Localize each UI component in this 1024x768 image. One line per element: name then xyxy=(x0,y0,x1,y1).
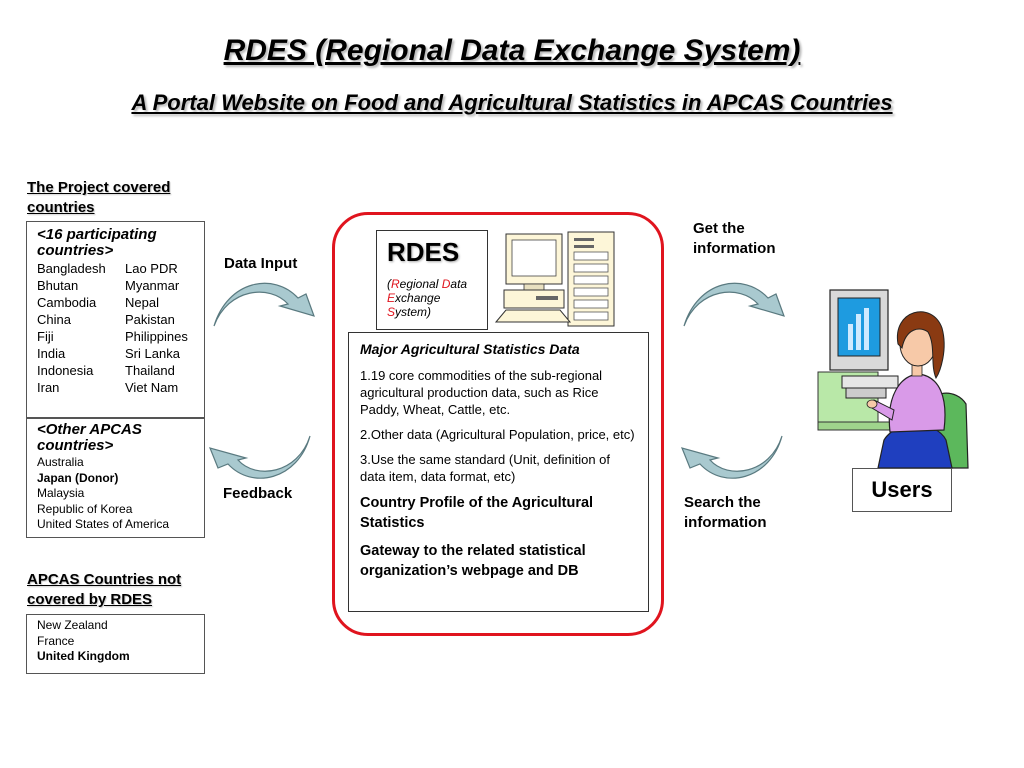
country-item: Thailand xyxy=(125,363,175,378)
search-information-label: Search the information xyxy=(684,494,767,531)
statistics-item: 3.Use the same standard (Unit, definitio… xyxy=(360,452,611,484)
country-item: China xyxy=(37,312,71,327)
gateway-text: Gateway to the related statistical organ… xyxy=(360,543,586,579)
country-item: France xyxy=(37,633,75,648)
feedback-arrow-icon xyxy=(208,435,311,479)
country-item: United Kingdom xyxy=(37,649,130,663)
statistics-item: 1.19 core commodities of the sub-regiona… xyxy=(360,368,603,417)
participating-heading: <16 participating countries> xyxy=(37,226,157,259)
not-covered-list: New Zealand France United Kingdom xyxy=(37,618,194,665)
country-item: Fiji xyxy=(37,329,54,344)
country-item: Cambodia xyxy=(37,295,97,310)
country-item: New Zealand xyxy=(37,618,108,632)
feedback-label: Feedback xyxy=(223,485,293,502)
server-computer-icon xyxy=(494,231,615,327)
users-label: Users xyxy=(852,468,952,512)
not-covered-heading: APCAS Countries not covered by RDES xyxy=(27,571,182,608)
page-title: RDES (Regional Data Exchange System) xyxy=(223,34,801,67)
rdes-expansion: (Regional Data Exchange System) xyxy=(387,277,468,319)
rdes-system-frame xyxy=(332,212,664,636)
statistics-heading: Major Agricultural Statistics Data xyxy=(360,341,580,357)
other-apcas-box: <Other APCAS countries> Australia Japan … xyxy=(26,418,205,538)
rdes-label-box: RDES (Regional Data Exchange System) xyxy=(376,230,488,330)
project-countries-heading: The Project covered countries xyxy=(27,179,171,216)
other-apcas-heading: <Other APCAS countries> xyxy=(37,421,142,454)
statistics-item: 2.Other data (Agricultural Population, p… xyxy=(360,427,635,442)
country-profile-text: Country Profile of the Agricultural Stat… xyxy=(360,495,594,531)
participating-country-list: Bangladesh Lao PDR Bhutan Myanmar Cambod… xyxy=(37,260,194,396)
major-statistics-box: Major Agricultural Statistics Data 1.19 … xyxy=(348,332,649,612)
country-item: Bhutan xyxy=(37,278,79,293)
country-item: Bangladesh xyxy=(37,261,106,276)
search-information-arrow-icon xyxy=(680,435,783,479)
country-item: Nepal xyxy=(125,295,159,310)
country-item: Australia xyxy=(37,455,84,469)
country-item: Myanmar xyxy=(125,278,180,293)
country-item: Indonesia xyxy=(37,363,94,378)
data-input-arrow-icon xyxy=(213,282,315,327)
page-subtitle: A Portal Website on Food and Agricultura… xyxy=(131,90,893,115)
data-input-label: Data Input xyxy=(224,255,298,272)
get-information-label: Get the information xyxy=(693,220,776,257)
country-item: Pakistan xyxy=(125,312,175,327)
not-covered-box: New Zealand France United Kingdom xyxy=(26,614,205,674)
participating-countries-box: <16 participating countries> Bangladesh … xyxy=(26,221,205,418)
country-item: Viet Nam xyxy=(125,380,179,395)
country-item: India xyxy=(37,346,66,361)
country-item: Lao PDR xyxy=(125,261,178,276)
country-item: Japan (Donor) xyxy=(37,470,119,485)
country-item: Philippines xyxy=(125,329,188,344)
get-information-arrow-icon xyxy=(683,282,785,327)
rdes-word: RDES xyxy=(387,237,460,267)
country-item: Republic of Korea xyxy=(37,501,133,516)
country-item: Iran xyxy=(37,380,60,395)
country-item: Malaysia xyxy=(37,486,85,500)
user-at-computer-icon xyxy=(817,289,969,469)
country-item: Sri Lanka xyxy=(125,346,180,361)
other-country-list: Australia Japan (Donor) Malaysia Republi… xyxy=(37,455,194,533)
country-item: United States of America xyxy=(37,517,170,531)
